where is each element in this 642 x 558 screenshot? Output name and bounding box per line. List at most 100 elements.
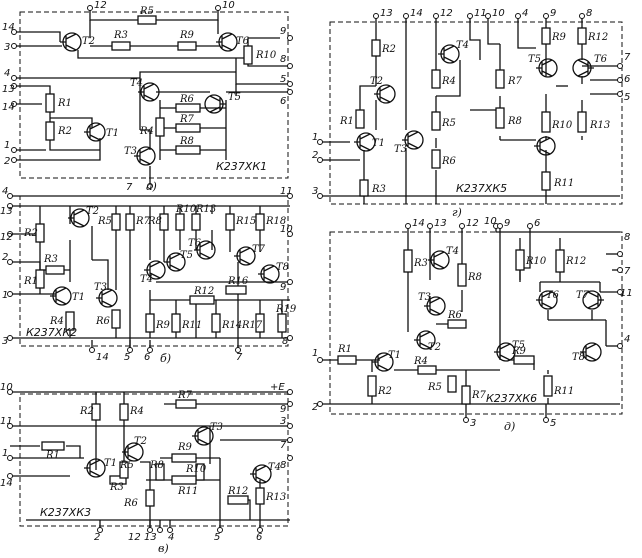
panel-v-pin-10: 10	[0, 382, 13, 393]
panel-v-label-r8: R8	[149, 460, 164, 471]
panel-g-pin-2: 2	[312, 150, 318, 161]
panel-b-label-r9: R9	[155, 320, 171, 331]
panel-v-pin-12: 12	[128, 532, 141, 543]
panel-b-t1-transistor	[50, 286, 72, 306]
panel-b-label-r13: R13	[195, 204, 216, 215]
panel-a-label-r3: R3	[113, 30, 128, 41]
panel-b-label-t2: T2	[86, 206, 99, 217]
panel-d-r4-resistor	[417, 365, 437, 375]
panel-d: T1 T2 T3 T4 T5 T6 T7 T8 R1 R2 R3 R4 R6 R…	[312, 216, 633, 433]
panel-d-pin-7: 7	[624, 266, 631, 277]
panel-d-pin-6: 6	[534, 218, 540, 229]
panel-d-t2-transistor	[414, 330, 436, 350]
panel-d-pin-8: 8	[624, 232, 630, 243]
panel-v-r11-resistor	[171, 475, 197, 485]
panel-d-r8-resistor	[457, 263, 467, 287]
panel-b-r12-resistor	[189, 295, 215, 305]
panel-b-label-r15: R15	[235, 216, 256, 227]
panel-d-wiring	[320, 226, 620, 420]
panel-v-r2-resistor	[91, 403, 101, 421]
panel-a-r3-resistor	[111, 41, 131, 51]
panel-b-t3-transistor	[96, 288, 118, 308]
panel-v-label-r11: R11	[177, 486, 198, 497]
panel-g-label-t4: T4	[456, 40, 469, 51]
panel-d-t7-transistor	[582, 290, 604, 310]
panel-v-label-r9: R9	[177, 442, 193, 453]
panel-a-r10-resistor	[243, 45, 253, 65]
panel-v-pin-14: 14	[0, 478, 13, 489]
panel-d-r5b-resistor	[447, 375, 457, 393]
panel-v-r3-resistor	[109, 475, 127, 485]
panel-v-r13-resistor	[255, 487, 265, 505]
panel-d-label-t2: T2	[428, 342, 441, 353]
panel-v-label-r2: R2	[79, 406, 94, 417]
panel-a-label-r7: R7	[179, 114, 195, 125]
panel-d-r10-resistor	[515, 249, 525, 271]
panel-a-pin-7: 7	[126, 182, 133, 193]
panel-a-r9-resistor	[177, 41, 197, 51]
panel-g-pin-7: 7	[624, 52, 631, 63]
panel-b-label-r5: R5	[97, 216, 112, 227]
panel-d-label-t5: T5	[512, 340, 525, 351]
panel-b-r10-resistor	[175, 213, 185, 231]
panel-b-t5-transistor	[164, 252, 186, 272]
panel-b-label-r8: R8	[147, 216, 162, 227]
panel-a-label-t5: T5	[228, 92, 241, 103]
panel-b-label-r14: R14	[221, 320, 242, 331]
panel-d-label-r5: R5	[427, 382, 442, 393]
panel-a-label-t4: T4	[130, 78, 143, 89]
panel-g-caption: г)	[452, 206, 462, 219]
panel-g-label-t5: T5	[528, 54, 541, 65]
panel-b-label-r6: R6	[95, 316, 111, 327]
panel-a-pin-9: 9	[280, 26, 286, 37]
panel-a-wiring	[14, 8, 290, 186]
panel-v-caption: в)	[158, 542, 169, 555]
panel-g-chip-name: К237ХК5	[456, 182, 507, 195]
panel-b-label-t5: T5	[180, 250, 193, 261]
panel-g-t5-transistor	[536, 58, 558, 78]
panel-d-label-r7: R7	[471, 390, 487, 401]
panel-b-label-r19: R19	[275, 304, 297, 315]
panel-a-caption: а)	[146, 180, 157, 193]
panel-d-r1-resistor	[337, 355, 357, 365]
panel-v-t1-transistor	[84, 458, 106, 478]
panel-g-pin-8: 8	[586, 8, 592, 19]
panel-a-pin-5: 5	[280, 74, 286, 85]
panel-d-pin-3: 3	[470, 418, 476, 429]
panel-d-pin-14: 14	[412, 218, 425, 229]
panel-a-t1-transistor	[84, 122, 106, 142]
panel-g-r10-resistor	[541, 111, 551, 133]
panel-v-r5-resistor	[119, 461, 129, 479]
panel-g-pin-9: 9	[550, 8, 556, 19]
panel-b-pin-8: 8	[282, 336, 288, 347]
panel-g-r7-resistor	[495, 69, 505, 89]
panel-v-chip-name: К237ХК3	[40, 506, 91, 519]
panel-a-pin-12: 12	[94, 0, 107, 11]
panel-g-wiring	[320, 16, 620, 204]
panel-g-pin-1: 1	[312, 132, 318, 143]
panel-v-pin-1: 1	[2, 448, 8, 459]
panel-v-label-r3: R3	[109, 482, 124, 493]
panel-d-t6-transistor	[536, 290, 558, 310]
panel-v-pin-6: 6	[256, 532, 262, 543]
panel-v-pin-9: 9	[280, 404, 286, 415]
panel-a-pin-14a: 14	[2, 22, 15, 33]
panel-d-r7-resistor	[461, 385, 471, 405]
panel-d-label-r12: R12	[565, 256, 586, 267]
panel-a-label-t1: T1	[106, 128, 119, 139]
panel-g-r1-resistor	[355, 109, 365, 129]
panel-d-outline	[329, 231, 623, 415]
panel-g-r2-resistor	[371, 39, 381, 57]
panel-g-t4-transistor	[438, 44, 460, 64]
panel-a-pin-6: 6	[280, 96, 286, 107]
panel-b-caption: б)	[160, 352, 171, 365]
panel-b-label-r4: R4	[49, 316, 64, 327]
panel-d-label-t8: T8	[572, 352, 585, 363]
panel-g-r8-resistor	[495, 107, 505, 129]
panel-v-label-r10: R10	[185, 464, 207, 475]
panel-d-t1-transistor	[372, 352, 394, 372]
panel-d-label-r2: R2	[377, 386, 392, 397]
panel-a-t3-transistor	[134, 146, 156, 166]
panel-g-label-r12: R12	[587, 32, 608, 43]
panel-g-r5-resistor	[431, 111, 441, 131]
